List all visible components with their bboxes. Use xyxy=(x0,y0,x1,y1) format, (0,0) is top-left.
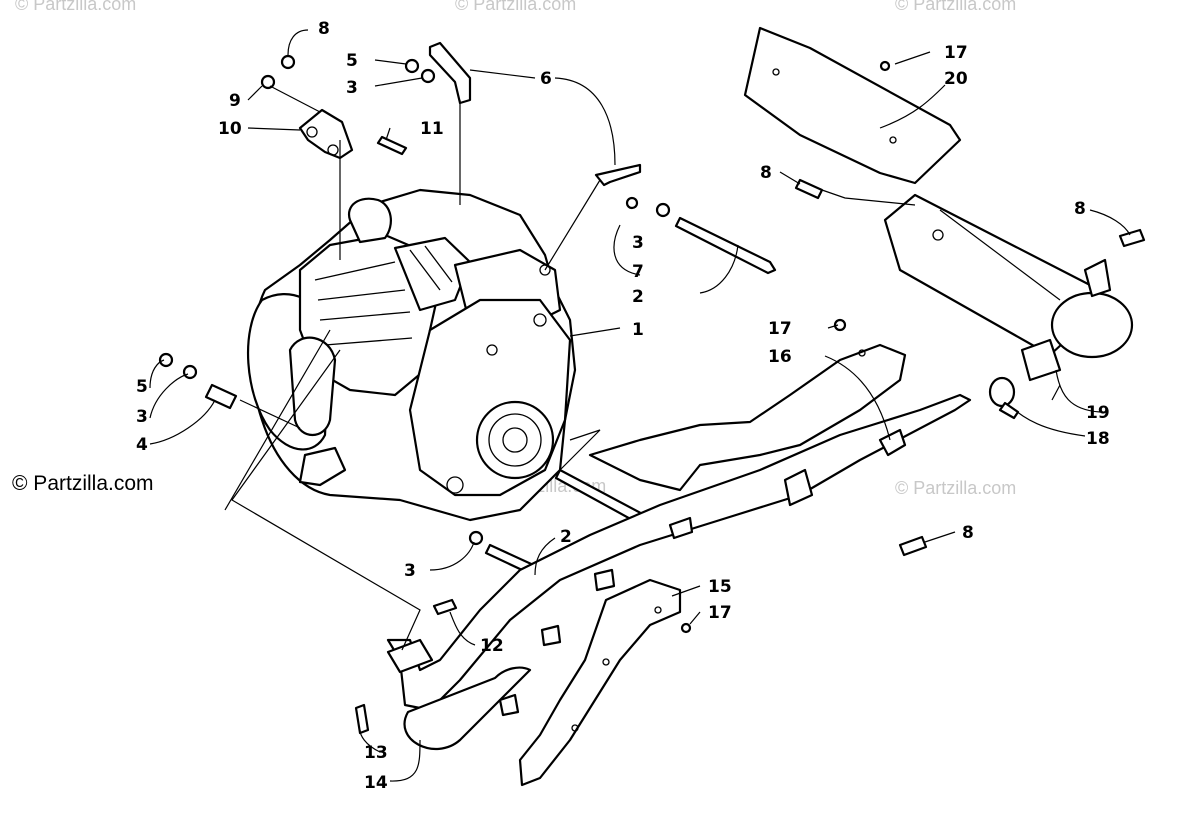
hardware-washer-3-lower[interactable] xyxy=(468,530,484,546)
callout-14: 14 xyxy=(364,773,388,793)
callout-3-left: 3 xyxy=(136,407,148,427)
callout-1: 1 xyxy=(632,320,644,340)
callout-8-bottom: 8 xyxy=(962,523,974,543)
callout-3-top: 3 xyxy=(346,78,358,98)
callout-9: 9 xyxy=(229,91,241,111)
hardware-nut-8-top[interactable] xyxy=(280,54,296,70)
watermark-right: © Partzilla.com xyxy=(895,478,1016,498)
callout-17-top: 17 xyxy=(944,43,968,63)
callout-5-top: 5 xyxy=(346,51,358,71)
exhaust-clamp[interactable] xyxy=(988,376,1020,420)
callout-18: 18 xyxy=(1086,429,1110,449)
hardware-washer-3-top[interactable] xyxy=(420,68,436,84)
callout-2-upper: 2 xyxy=(632,287,644,307)
exhaust-pipe[interactable] xyxy=(386,393,972,712)
bolt-11[interactable] xyxy=(376,135,408,156)
callout-3-lower: 3 xyxy=(404,561,416,581)
engine-assembly[interactable] xyxy=(247,188,577,522)
callout-8-muffler-right: 8 xyxy=(1074,199,1086,219)
callout-19: 19 xyxy=(1086,403,1110,423)
engine-mount-plate[interactable] xyxy=(298,108,354,160)
watermark-top-center: © Partzilla.com xyxy=(455,0,576,14)
screw-17-middle[interactable] xyxy=(833,318,847,332)
callout-20: 20 xyxy=(944,69,968,89)
callout-12: 12 xyxy=(480,636,504,656)
heat-shield-bottom[interactable] xyxy=(518,578,682,787)
watermark-top-right: © Partzilla.com xyxy=(895,0,1016,14)
screw-17-top[interactable] xyxy=(879,60,891,72)
callout-8-top: 8 xyxy=(318,19,330,39)
callout-4: 4 xyxy=(136,435,148,455)
callout-5-left: 5 xyxy=(136,377,148,397)
stud-13[interactable] xyxy=(354,703,370,735)
copyright-notice: © Partzilla.com xyxy=(12,472,154,495)
mount-bracket-upper[interactable] xyxy=(428,41,472,105)
callout-6: 6 xyxy=(540,69,552,89)
callout-8-muffler-left: 8 xyxy=(760,163,772,183)
callout-10: 10 xyxy=(218,119,242,139)
callout-3-right: 3 xyxy=(632,233,644,253)
callout-7: 7 xyxy=(632,262,644,282)
exhaust-gasket[interactable] xyxy=(432,598,458,616)
callout-2-lower: 2 xyxy=(560,527,572,547)
heat-shield-middle[interactable] xyxy=(588,343,907,492)
bolt-8-bottom[interactable] xyxy=(898,535,928,557)
hardware-washer-3-right[interactable] xyxy=(655,202,671,218)
callout-17-middle: 17 xyxy=(768,319,792,339)
leader-lines xyxy=(149,29,1131,782)
hardware-bolt-7[interactable] xyxy=(625,196,639,210)
callout-16: 16 xyxy=(768,347,792,367)
hardware-washer-3-left[interactable] xyxy=(182,364,198,380)
callout-numbers: 8 5 3 6 9 10 11 17 20 8 8 3 7 2 1 17 16 … xyxy=(136,19,1110,793)
callout-11: 11 xyxy=(420,119,444,139)
bolt-8-left-muffler[interactable] xyxy=(794,178,824,200)
callout-15: 15 xyxy=(708,577,732,597)
screw-17-bottom[interactable] xyxy=(680,622,692,634)
bolt-8-right-muffler[interactable] xyxy=(1118,228,1146,248)
heat-shield-muffler-top[interactable] xyxy=(743,26,962,185)
muffler[interactable] xyxy=(883,193,1134,382)
bolt-2-upper[interactable] xyxy=(674,216,777,275)
hardware-nut-5-left[interactable] xyxy=(158,352,174,368)
mount-bracket-lower[interactable] xyxy=(594,163,642,187)
callout-17-bottom: 17 xyxy=(708,603,732,623)
exhaust-flange[interactable] xyxy=(386,638,434,674)
spacer-4[interactable] xyxy=(204,383,238,410)
watermark-top-left: © Partzilla.com xyxy=(15,0,136,14)
hardware-nut-9[interactable] xyxy=(260,74,276,90)
hardware-nut-5-top[interactable] xyxy=(404,58,420,74)
callout-13: 13 xyxy=(364,743,388,763)
